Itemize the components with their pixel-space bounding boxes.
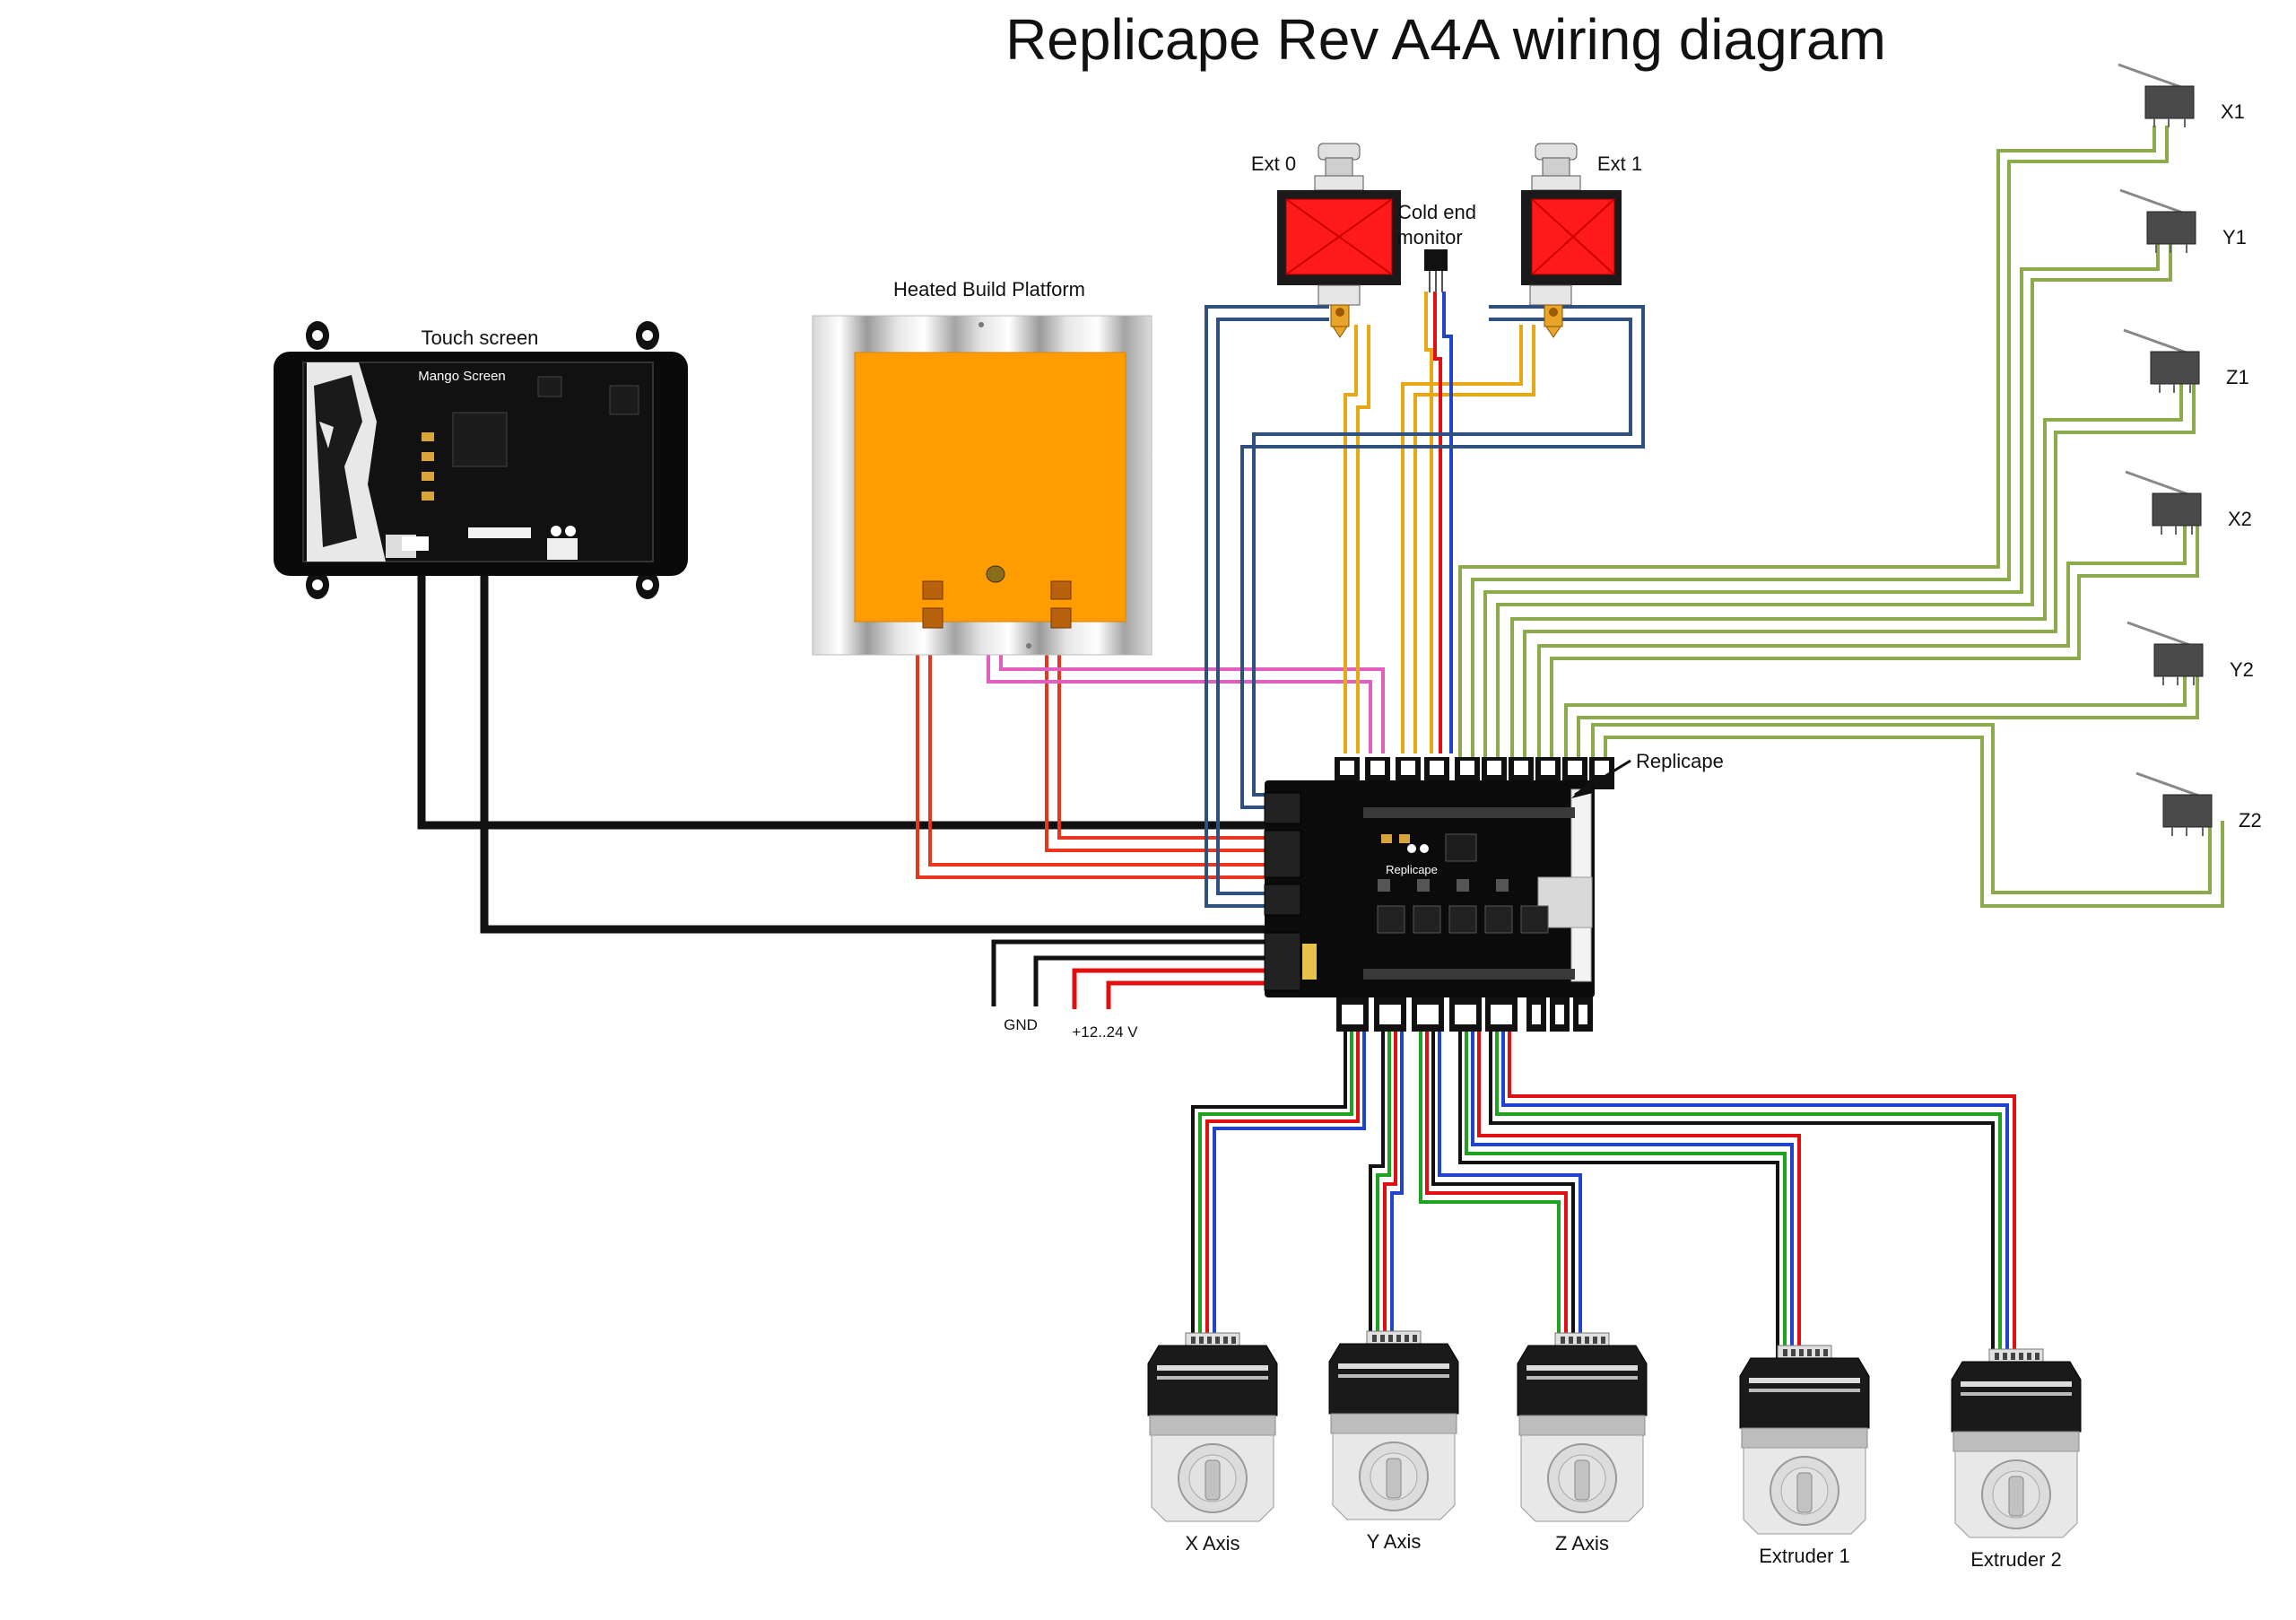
bed-power-wires bbox=[916, 628, 1265, 879]
cold-end-wire-yellow bbox=[1424, 292, 1433, 753]
stepper-motor-icon bbox=[1517, 1332, 1648, 1522]
motor-extruder-2: Extruder 2 bbox=[1951, 1348, 2082, 1571]
power-wire-1 bbox=[1072, 968, 1265, 1009]
replicape-board: Replicape Replicape bbox=[1264, 750, 1724, 1032]
cold-end-wire-red bbox=[1433, 292, 1442, 753]
motor-wires-z bbox=[1419, 1032, 1582, 1356]
hotend-heater-wires bbox=[1344, 325, 1535, 753]
replicape-label: Replicape bbox=[1636, 750, 1724, 772]
motor-y-axis: Y Axis bbox=[1328, 1330, 1459, 1553]
touch-screen-cable-2 bbox=[480, 574, 1265, 934]
cold-end-label-line2: monitor bbox=[1396, 226, 1462, 248]
bed-terminal-4 bbox=[1050, 607, 1072, 629]
stepper-motor-icon bbox=[1951, 1348, 2082, 1538]
ext1-label: Ext 1 bbox=[1597, 152, 1642, 175]
power-label: +12..24 V bbox=[1072, 1023, 1138, 1041]
motor-wires-extruder-1 bbox=[1458, 1032, 1801, 1368]
endstop-y2: Y2 bbox=[2126, 621, 2254, 685]
stepper-motor-icon bbox=[1739, 1345, 1870, 1535]
power-wire-2 bbox=[1106, 980, 1265, 1009]
diagram-title: Replicape Rev A4A wiring diagram bbox=[1005, 7, 1886, 72]
endstop-label: X1 bbox=[2221, 100, 2245, 123]
heated-build-platform: Heated Build Platform bbox=[812, 278, 1152, 656]
fan-wires bbox=[1205, 305, 1645, 908]
touch-screen-cable-1 bbox=[417, 574, 1265, 830]
motor-wires-extruder-2 bbox=[1489, 1032, 2016, 1368]
board-brand: Replicape bbox=[1386, 863, 1438, 876]
cold-end-monitor: Cold end monitor bbox=[1396, 201, 1476, 292]
endstop-z1: Z1 bbox=[2123, 328, 2249, 393]
endstop-label: Y2 bbox=[2230, 658, 2254, 681]
bed-terminal-2 bbox=[922, 607, 944, 629]
gnd-label: GND bbox=[1004, 1016, 1038, 1033]
endstop-label: Z2 bbox=[2239, 809, 2262, 832]
bed-thermistor-icon bbox=[986, 565, 1005, 583]
motor-wires-y bbox=[1369, 1032, 1404, 1354]
motor-x-axis: X Axis bbox=[1147, 1332, 1278, 1555]
endstop-wires bbox=[1458, 126, 2224, 908]
hotend-icon bbox=[1277, 143, 1401, 338]
gnd-wire-2 bbox=[1033, 955, 1265, 1006]
endstop-label: X2 bbox=[2228, 508, 2252, 530]
heated-bed-label: Heated Build Platform bbox=[893, 278, 1085, 300]
motor-label: Extruder 1 bbox=[1759, 1545, 1850, 1567]
heated-bed-surface bbox=[854, 352, 1126, 623]
stepper-motor-icon bbox=[1328, 1330, 1459, 1520]
hotend-ext0: Ext 0 bbox=[1251, 143, 1401, 338]
screen-brand: Mango Screen bbox=[418, 369, 506, 384]
motor-extruder-1: Extruder 1 bbox=[1739, 1345, 1870, 1567]
endstop-label: Z1 bbox=[2226, 366, 2249, 388]
endstop-label: Y1 bbox=[2222, 226, 2247, 248]
endstop-y1: Y1 bbox=[2119, 188, 2247, 253]
gnd-wire-1 bbox=[991, 939, 1265, 1006]
endstop-z2: Z2 bbox=[2135, 771, 2262, 836]
touch-screen-label: Touch screen bbox=[422, 327, 539, 349]
hotend-icon bbox=[1521, 143, 1622, 338]
motor-label: Y Axis bbox=[1367, 1530, 1422, 1553]
bed-terminal-1 bbox=[922, 580, 944, 600]
motor-wires-x bbox=[1191, 1032, 1366, 1356]
endstop-switch-icon bbox=[2126, 621, 2204, 685]
endstop-switch-icon bbox=[2119, 188, 2196, 253]
endstop-switch-icon bbox=[2123, 328, 2200, 393]
endstop-switch-icon bbox=[2125, 470, 2202, 535]
endstop-switch-icon bbox=[2135, 771, 2213, 836]
motor-z-axis: Z Axis bbox=[1517, 1332, 1648, 1555]
motor-label: Z Axis bbox=[1555, 1532, 1609, 1555]
bed-terminal-3 bbox=[1050, 580, 1072, 600]
endstop-switch-icon bbox=[2118, 63, 2195, 127]
hotend-ext1: Ext 1 bbox=[1521, 143, 1642, 338]
wire-layer bbox=[417, 126, 2224, 1368]
motor-label: Extruder 2 bbox=[1970, 1548, 2062, 1571]
endstop-x2: X2 bbox=[2125, 470, 2252, 535]
temperature-sensor-icon bbox=[1424, 249, 1448, 271]
cold-end-label-line1: Cold end bbox=[1397, 201, 1476, 223]
endstop-x1: X1 bbox=[2118, 63, 2245, 127]
stepper-motor-icon bbox=[1147, 1332, 1278, 1522]
ext0-label: Ext 0 bbox=[1251, 152, 1296, 175]
cold-end-wire-blue bbox=[1442, 292, 1453, 753]
motor-label: X Axis bbox=[1185, 1532, 1239, 1555]
touch-screen: Touch screen Mango Screen bbox=[274, 321, 688, 599]
